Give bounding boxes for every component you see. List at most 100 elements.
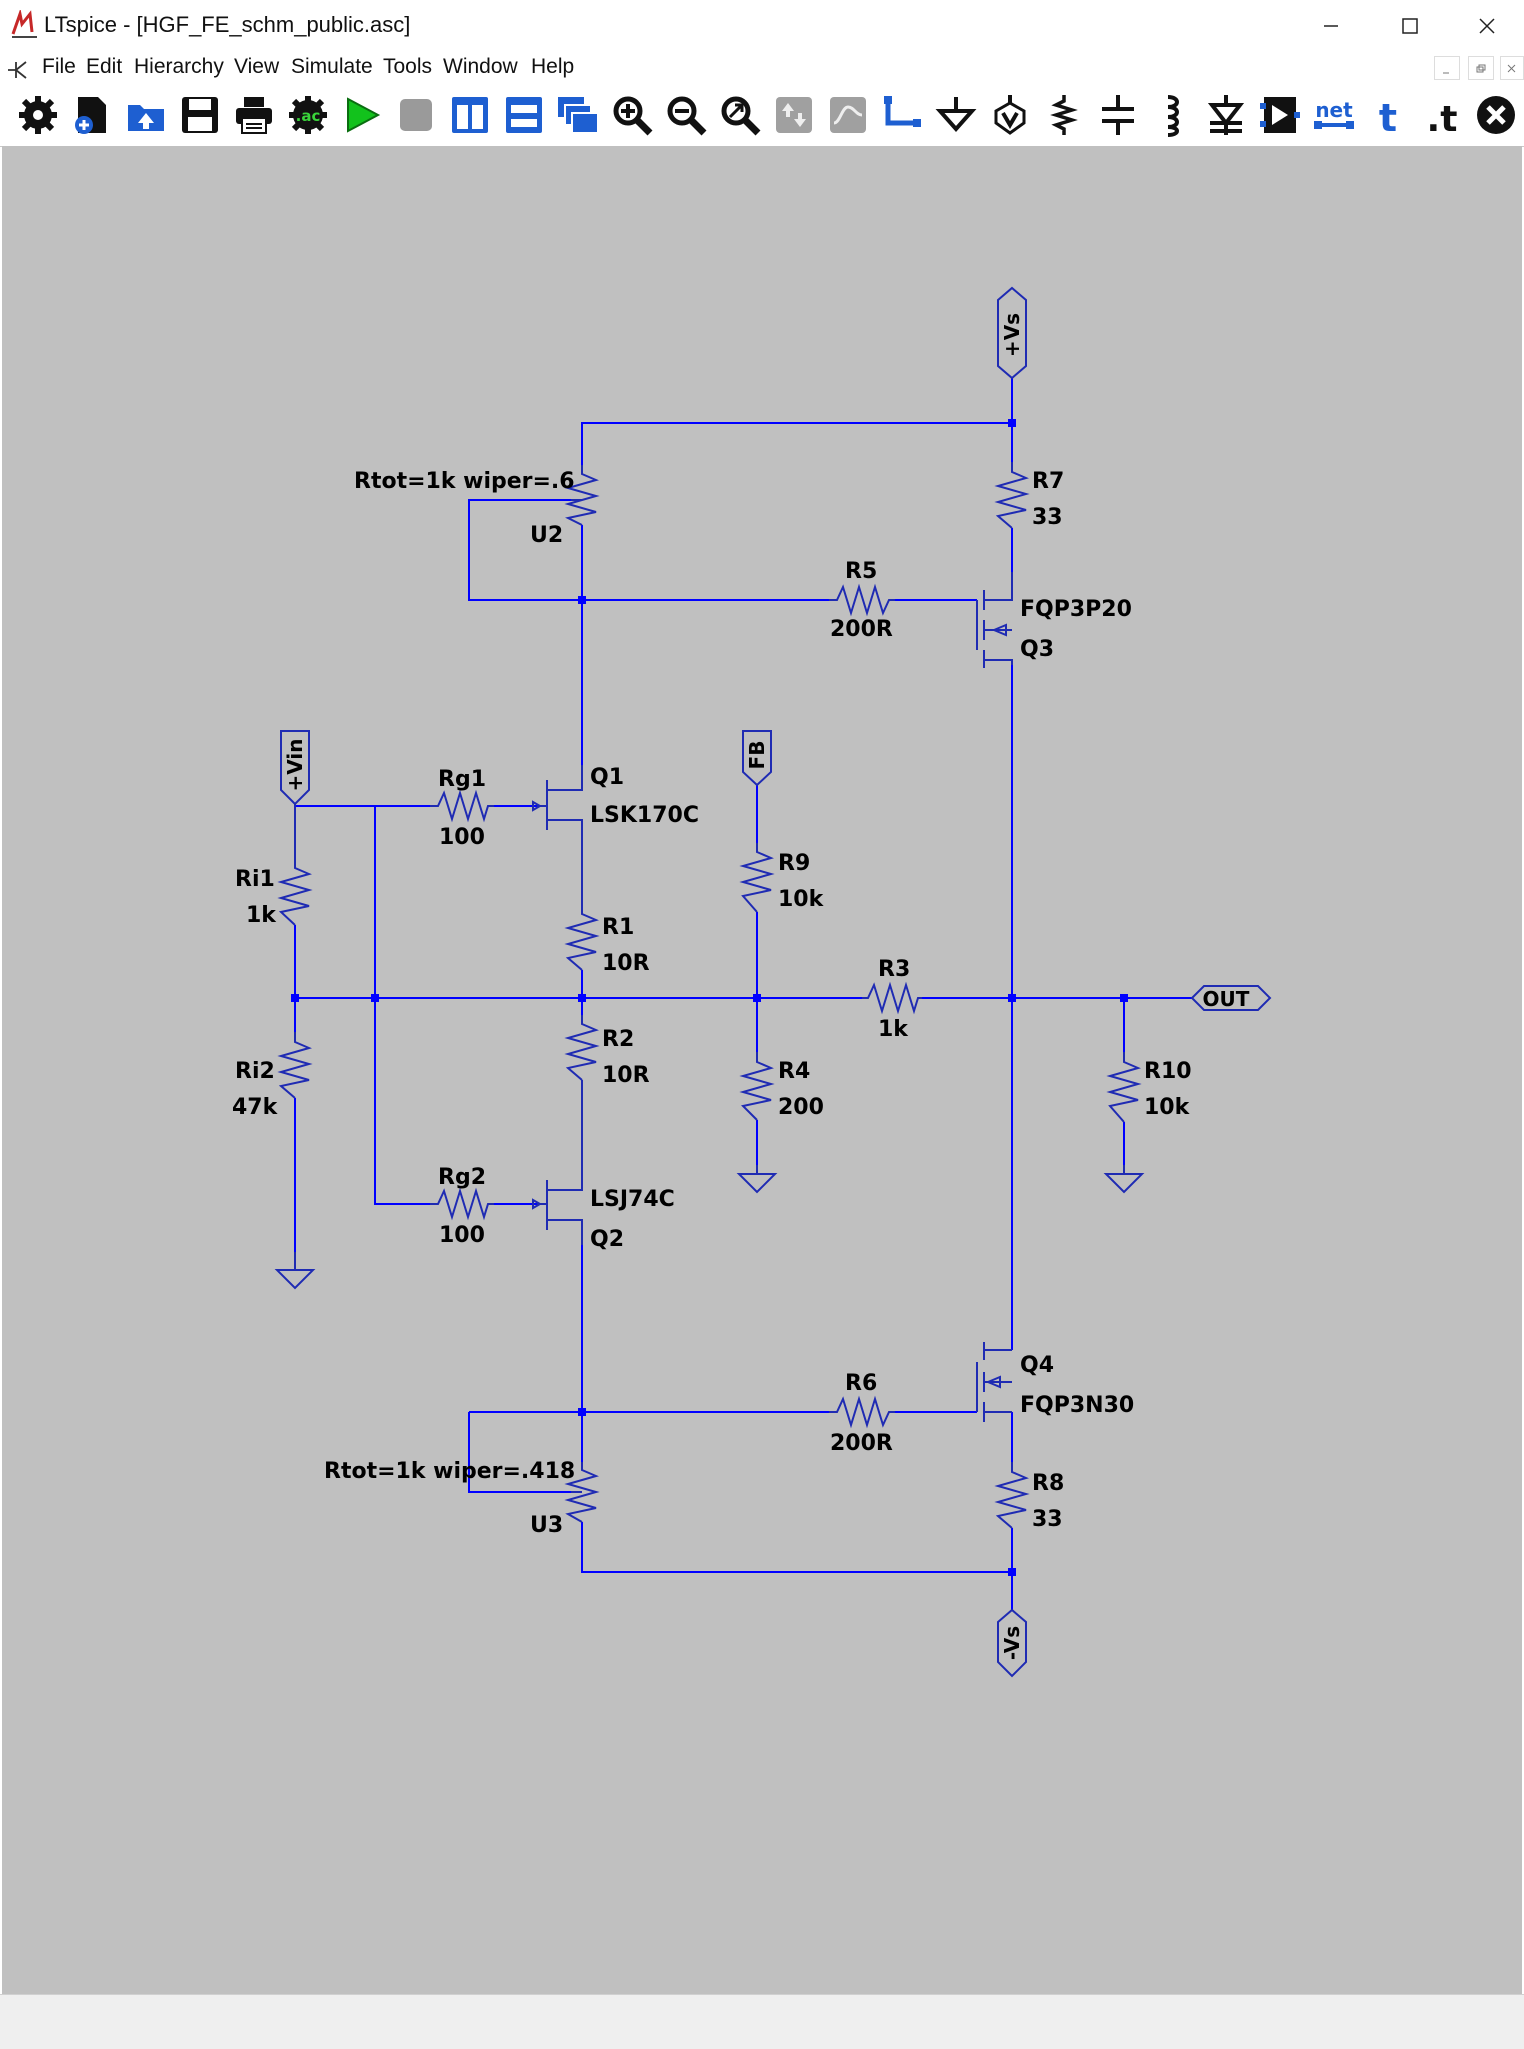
ground-symbol-r4 xyxy=(736,1165,778,1194)
resistor-r1[interactable] xyxy=(564,905,600,971)
rg1-value: 100 xyxy=(439,825,485,850)
text-tool-label: t xyxy=(1379,96,1397,137)
print-icon xyxy=(236,97,272,134)
u2-directive: Rtot=1k wiper=.6 xyxy=(354,469,575,494)
flag-vin[interactable] xyxy=(280,730,310,806)
mdi-minimize-button[interactable] xyxy=(1434,56,1460,80)
mosfet-q4[interactable] xyxy=(976,1342,1012,1422)
draw-wire-button[interactable] xyxy=(880,93,924,137)
waveform-button[interactable] xyxy=(826,93,870,137)
menu-help[interactable]: Help xyxy=(531,55,575,78)
ground-symbol-ri2 xyxy=(274,1252,316,1290)
potentiometer-u2[interactable] xyxy=(564,465,600,526)
q1-name: Q1 xyxy=(590,765,624,790)
flag-fb-label: FB xyxy=(745,741,769,770)
resistor-r9[interactable] xyxy=(739,843,775,913)
new-schematic-button[interactable] xyxy=(70,93,114,137)
zoom-fit-button[interactable] xyxy=(718,93,762,137)
minimize-icon xyxy=(1324,25,1338,27)
jfet-q1[interactable] xyxy=(532,765,583,905)
r7-value: 33 xyxy=(1032,505,1063,530)
resistor-rg2[interactable] xyxy=(430,1187,494,1221)
menu-hierarchy[interactable]: Hierarchy xyxy=(134,55,224,78)
place-inductor-button[interactable] xyxy=(1150,93,1194,137)
save-button[interactable] xyxy=(178,93,222,137)
place-resistor-button[interactable] xyxy=(1042,93,1086,137)
jfet-q2[interactable] xyxy=(532,1080,583,1245)
close-button[interactable] xyxy=(1448,0,1524,52)
spice-directive-button[interactable]: .t xyxy=(1420,93,1464,140)
document-system-icon[interactable] xyxy=(6,56,32,80)
mdi-restore-button[interactable] xyxy=(1468,56,1494,80)
place-capacitor-button[interactable] xyxy=(1096,93,1140,137)
maximize-button[interactable] xyxy=(1370,0,1448,52)
ground-icon xyxy=(935,97,977,133)
menu-edit[interactable]: Edit xyxy=(86,55,123,78)
print-button[interactable] xyxy=(232,93,276,137)
resistor-r4[interactable] xyxy=(739,1052,775,1121)
ac-text: .ac xyxy=(296,107,321,125)
edit-simulation-command-button[interactable]: .ac xyxy=(286,93,330,137)
tile-horizontally-button[interactable] xyxy=(502,93,546,137)
flag-vs-neg-label: -Vs xyxy=(1000,1626,1024,1660)
q2-name: Q2 xyxy=(590,1227,624,1252)
flag-out[interactable] xyxy=(1190,985,1272,1011)
resistor-r10[interactable] xyxy=(1106,1052,1142,1123)
minimize-button[interactable] xyxy=(1292,0,1370,52)
flag-vs-neg[interactable] xyxy=(997,1608,1027,1678)
resistor-rg1[interactable] xyxy=(430,789,494,823)
halt-button[interactable] xyxy=(394,93,438,137)
q3-name: Q3 xyxy=(1020,637,1054,662)
flag-fb[interactable] xyxy=(742,730,772,787)
label-net-button[interactable] xyxy=(988,93,1032,137)
capacitor-icon xyxy=(1102,95,1134,135)
flag-vs-pos[interactable] xyxy=(997,286,1027,380)
zoom-in-button[interactable] xyxy=(610,93,654,137)
component-icon xyxy=(1260,97,1300,133)
resistor-r6[interactable] xyxy=(829,1395,895,1429)
place-component-button[interactable] xyxy=(1258,93,1302,137)
menu-tools[interactable]: Tools xyxy=(383,55,433,78)
net-text: net xyxy=(1315,98,1353,122)
place-ground-button[interactable] xyxy=(934,93,978,137)
zoom-out-button[interactable] xyxy=(664,93,708,137)
close-icon xyxy=(1507,64,1516,73)
resistor-r5[interactable] xyxy=(829,583,895,617)
schematic-canvas[interactable]: +Vs -Vs +Vin FB OUT Rtot=1k wiper=.6 U2 … xyxy=(2,146,1522,1994)
tile-vertically-button[interactable] xyxy=(448,93,492,137)
resistor-r3[interactable] xyxy=(862,981,922,1015)
r6-name: R6 xyxy=(845,1371,877,1396)
ri2-name: Ri2 xyxy=(235,1059,275,1084)
menu-window[interactable]: Window xyxy=(443,55,518,78)
cascade-button[interactable] xyxy=(556,93,600,137)
ac-analysis-icon: .ac xyxy=(289,96,327,134)
ground-symbol-r10 xyxy=(1103,1165,1145,1194)
resistor-ri1[interactable] xyxy=(277,858,313,926)
rg2-name: Rg2 xyxy=(438,1165,486,1190)
status-bar xyxy=(0,1994,1524,2049)
menu-view[interactable]: View xyxy=(234,55,280,78)
open-button[interactable] xyxy=(124,93,168,137)
q3-model: FQP3P20 xyxy=(1020,597,1132,622)
mosfet-q3[interactable] xyxy=(976,572,1013,668)
place-text-button[interactable]: t xyxy=(1366,93,1410,140)
resistor-r7[interactable] xyxy=(994,462,1030,529)
autorange-button[interactable] xyxy=(772,93,816,137)
menu-simulate[interactable]: Simulate xyxy=(291,55,373,78)
tile-horizontal-icon xyxy=(506,97,542,133)
resistor-r2[interactable] xyxy=(564,1015,600,1081)
inductor-icon xyxy=(1167,95,1179,137)
place-diode-button[interactable] xyxy=(1204,93,1248,137)
resistor-ri2[interactable] xyxy=(277,1032,313,1099)
run-button[interactable] xyxy=(340,93,384,137)
delete-button[interactable] xyxy=(1474,93,1518,137)
menu-file[interactable]: File xyxy=(42,55,76,78)
r8-name: R8 xyxy=(1032,1471,1064,1496)
mdi-close-button[interactable] xyxy=(1500,56,1524,80)
minimize-icon xyxy=(1443,72,1449,74)
control-panel-button[interactable] xyxy=(16,93,60,137)
potentiometer-u3[interactable] xyxy=(564,1462,600,1523)
resistor-r8[interactable] xyxy=(994,1462,1030,1529)
net-button[interactable]: net xyxy=(1312,93,1356,137)
maximize-icon xyxy=(1402,18,1418,34)
